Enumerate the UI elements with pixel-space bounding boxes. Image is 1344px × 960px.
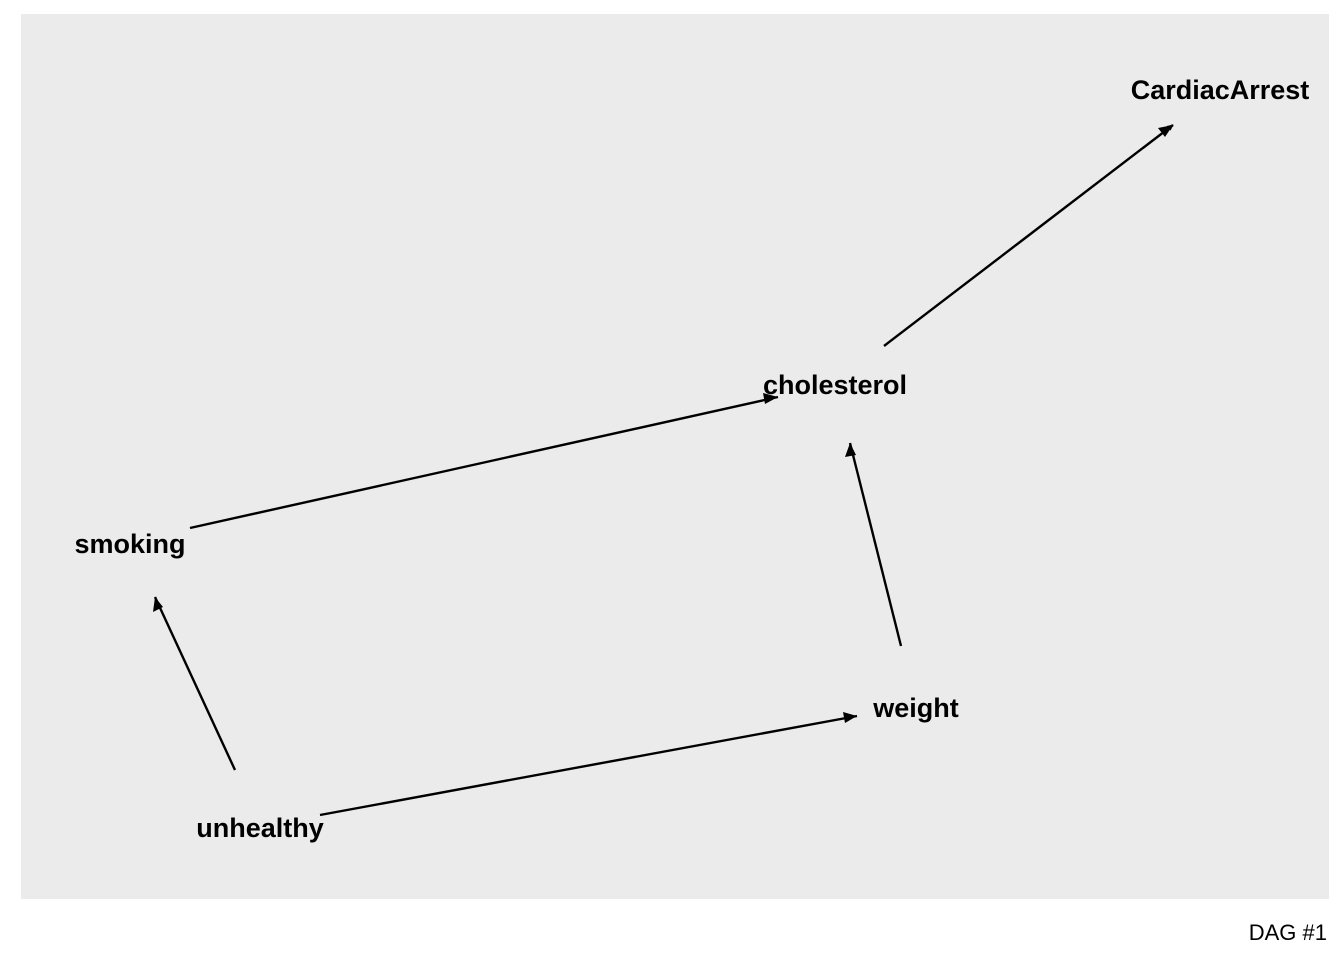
plot-panel	[21, 14, 1329, 899]
plot-caption: DAG #1	[1249, 920, 1327, 945]
node-unhealthy: unhealthy	[196, 813, 324, 843]
edges	[153, 124, 1174, 817]
edge-weight-cholesterol	[848, 442, 903, 647]
arrowhead-icon	[845, 443, 856, 457]
arrowhead-icon	[1158, 125, 1173, 137]
edge-smoking-cholesterol	[189, 395, 779, 530]
edge-unhealthy-smoking	[153, 596, 237, 771]
arrowheads	[153, 125, 1173, 723]
node-labels: CardiacArrest cholesterol smoking weight…	[74, 75, 1309, 843]
arrowhead-icon	[763, 393, 778, 404]
edge-cholesterol-cardiacarrest	[883, 124, 1174, 347]
node-smoking: smoking	[74, 529, 185, 559]
node-cholesterol: cholesterol	[763, 370, 907, 400]
edge-unhealthy-weight	[319, 714, 858, 817]
node-weight: weight	[872, 693, 959, 723]
node-cardiacarrest: CardiacArrest	[1131, 75, 1310, 105]
arrowhead-icon	[843, 712, 857, 723]
arrowhead-icon	[153, 597, 163, 612]
